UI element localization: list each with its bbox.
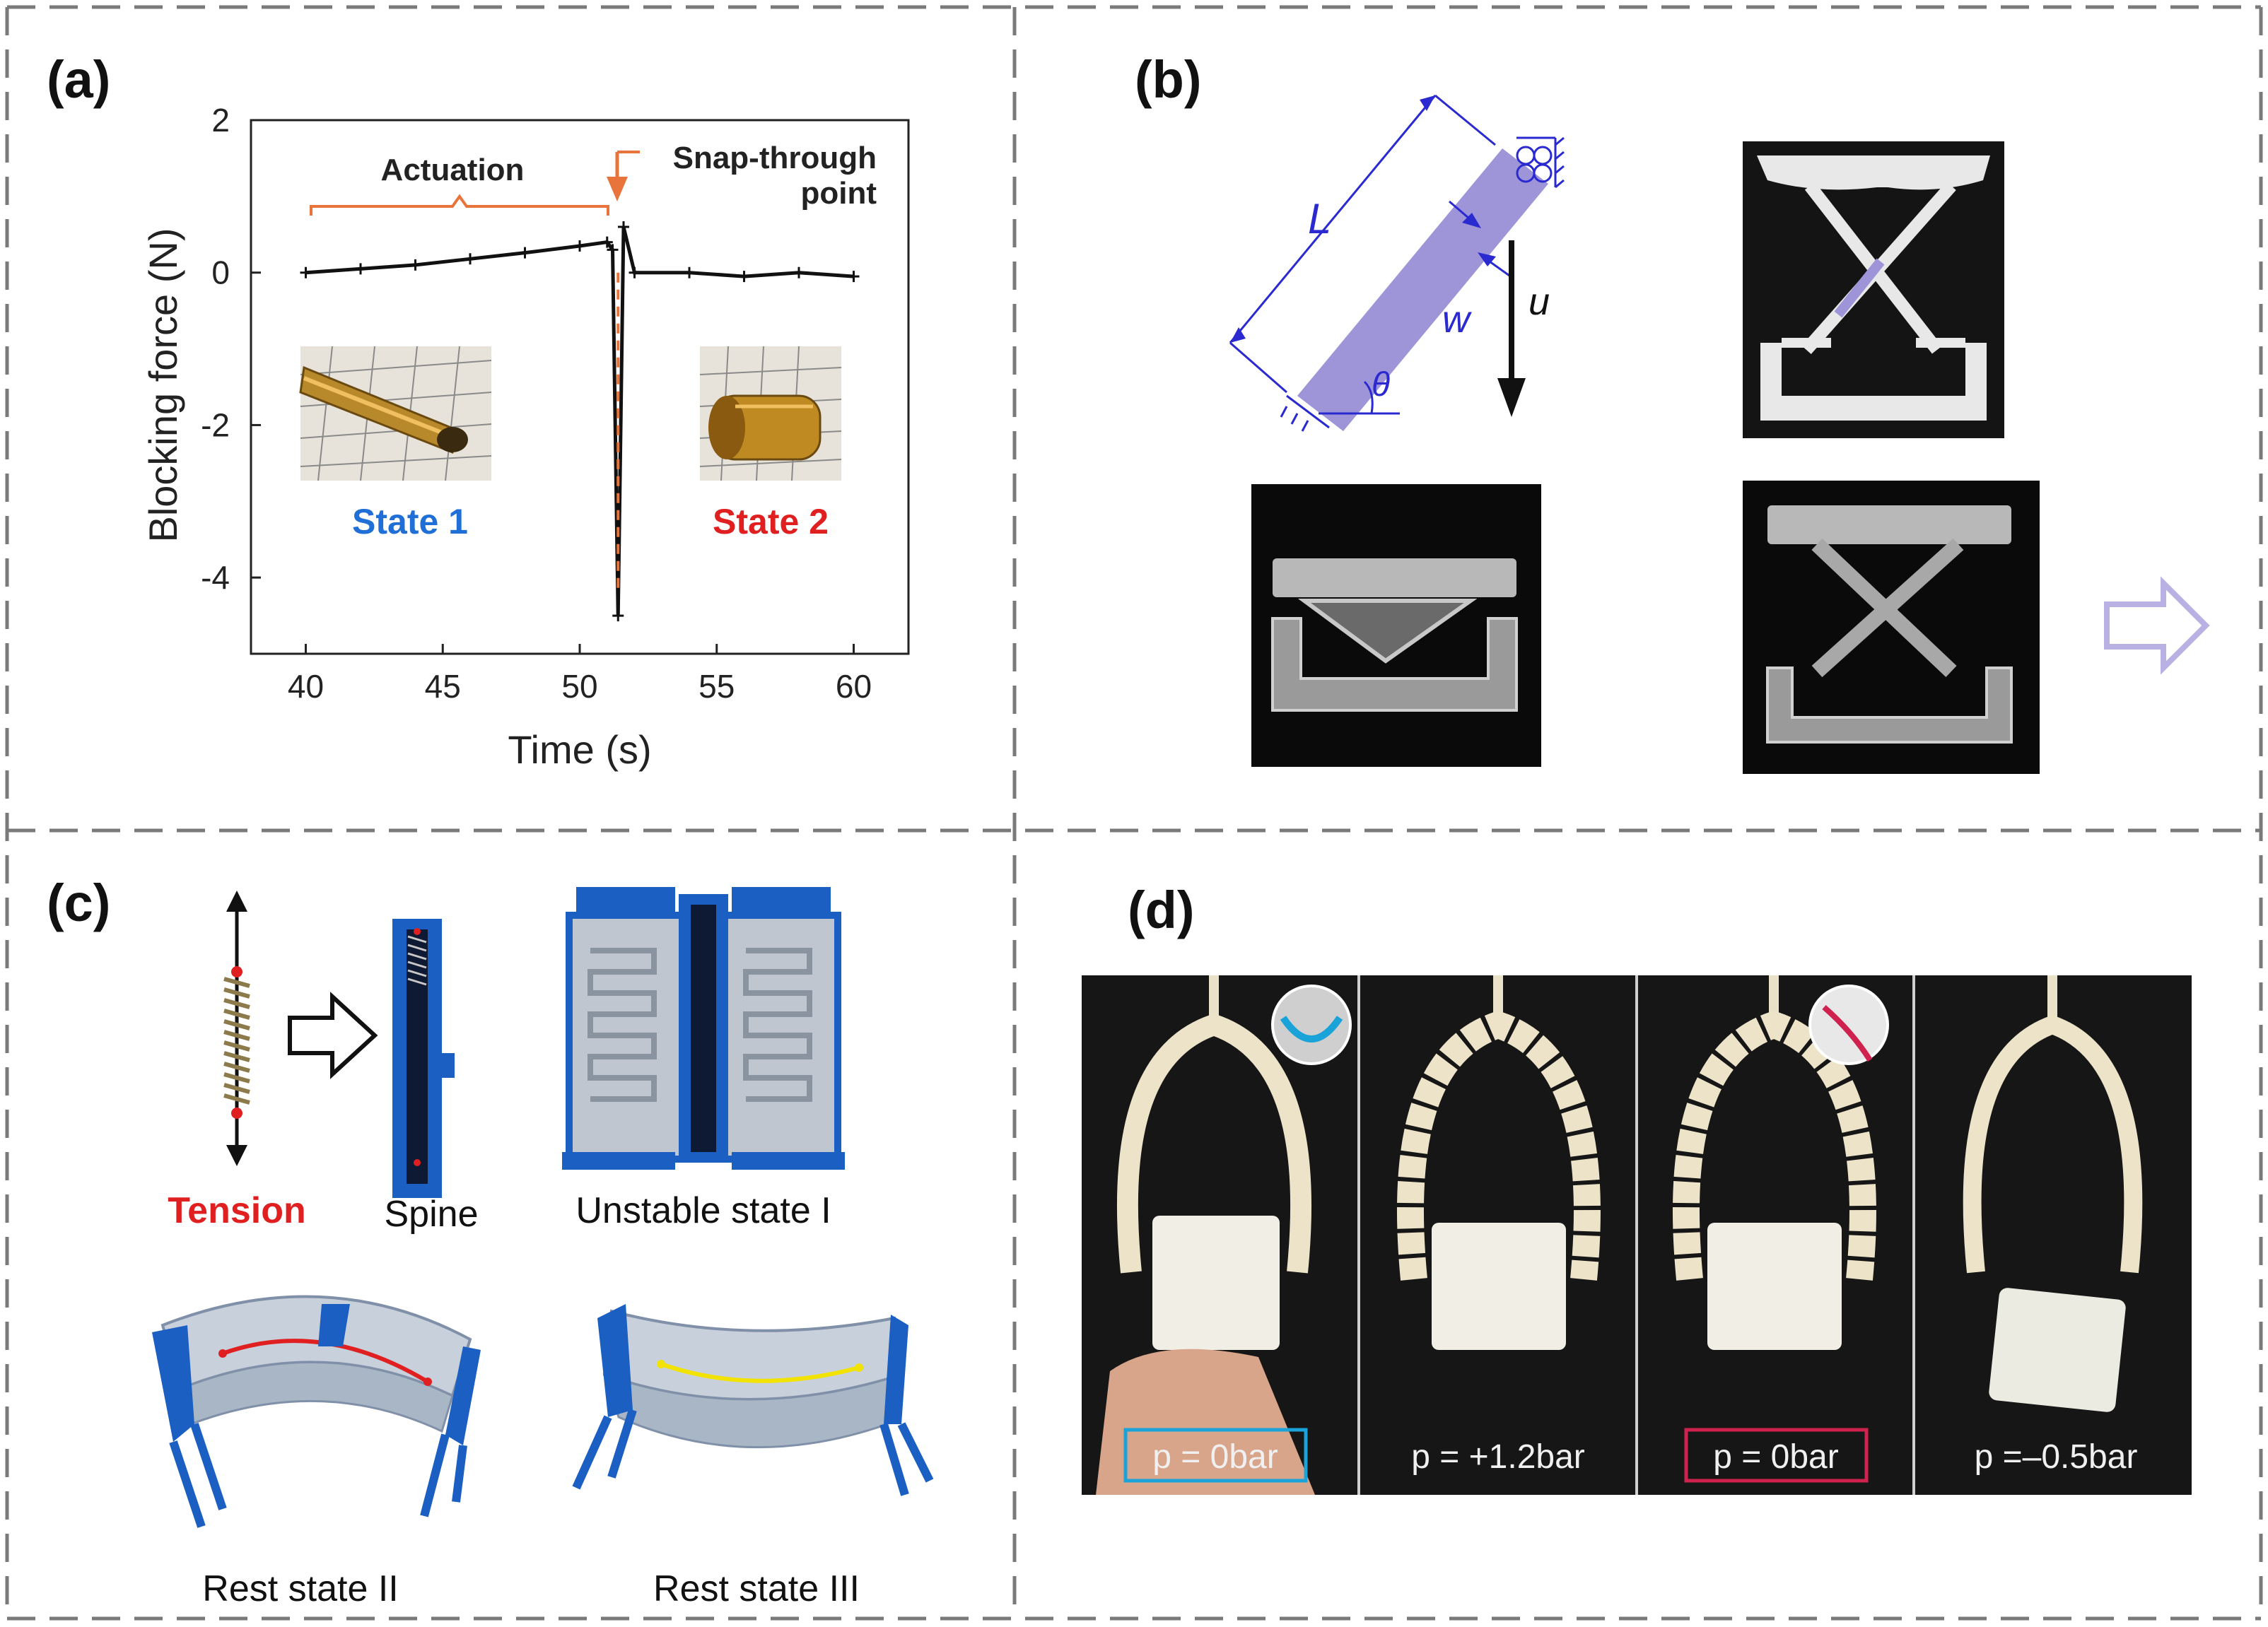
data-point-11 xyxy=(684,266,695,278)
expanded-cell-photo xyxy=(1743,481,2040,774)
snap-through-label-2: point xyxy=(800,176,877,211)
data-point-0 xyxy=(300,266,312,278)
y-tick-label-0: 2 xyxy=(211,102,230,139)
frame3-label-box xyxy=(1684,1428,1869,1483)
snap-arrow-head xyxy=(607,177,628,201)
hollow-arrow-c xyxy=(288,992,378,1079)
roller-support xyxy=(1516,136,1565,189)
actuation-label: Actuation xyxy=(381,153,525,187)
data-point-14 xyxy=(848,271,860,283)
x-tick-label-1: 45 xyxy=(425,668,461,705)
tension-label: Tension xyxy=(168,1190,305,1231)
unstable-label: Unstable state I xyxy=(575,1190,831,1231)
panel-label-b: (b) xyxy=(1135,50,1202,109)
data-point-2 xyxy=(409,259,421,271)
data-point-6 xyxy=(601,236,613,248)
x-tick-label-4: 60 xyxy=(836,668,872,705)
y-tick-label-2: -2 xyxy=(201,406,230,443)
state2-photo xyxy=(699,346,842,481)
u-label: u xyxy=(1528,281,1550,323)
data-point-12 xyxy=(738,271,750,283)
data-point-13 xyxy=(793,266,805,278)
beam xyxy=(1297,148,1548,431)
rest3-label: Rest state III xyxy=(653,1568,860,1609)
transition-arrow xyxy=(2104,576,2210,675)
panel-d-graphic: p = 0bar p = +1.2bar p = 0bar p =–0.5bar xyxy=(1082,975,2192,1495)
beam-schematic: L w θ u xyxy=(1229,94,1565,432)
panel-label-d: (d) xyxy=(1128,881,1195,939)
y-tick-label-1: 0 xyxy=(211,254,230,291)
w-label: w xyxy=(1442,298,1472,341)
gripper-frame-4 xyxy=(1963,975,2143,1412)
x-tick-label-0: 40 xyxy=(288,668,324,705)
data-point-10 xyxy=(629,266,641,278)
length-dimension xyxy=(1229,95,1437,343)
gripper-frame-1 xyxy=(1096,975,1352,1495)
compressed-cell-photo xyxy=(1251,484,1541,767)
pressure-label-3: p = 0bar xyxy=(1713,1438,1838,1476)
rest-state-2 xyxy=(152,1295,481,1528)
tension-spring xyxy=(223,891,250,1166)
y-axis-label: Blocking force (N) xyxy=(141,228,185,542)
pressure-label-4: p =–0.5bar xyxy=(1975,1438,2138,1476)
x-axis-label: Time (s) xyxy=(508,727,651,772)
pressure-label-1: p = 0bar xyxy=(1152,1438,1278,1476)
pressure-label-2: p = +1.2bar xyxy=(1411,1438,1585,1476)
gripper-frame-2 xyxy=(1397,975,1601,1350)
unit-cell-photo xyxy=(1743,141,2004,438)
data-point-3 xyxy=(464,253,476,265)
state1-photo xyxy=(299,346,492,481)
L-label: L xyxy=(1308,195,1331,242)
data-point-8 xyxy=(612,610,624,622)
actuation-bracket xyxy=(310,194,609,216)
state1-label: State 1 xyxy=(352,502,468,541)
x-tick-label-3: 55 xyxy=(698,668,735,705)
frame1-label-box xyxy=(1123,1428,1308,1483)
rest-state-3 xyxy=(572,1304,934,1496)
rest2-label: Rest state II xyxy=(202,1568,398,1609)
snap-through-label: Snap-through xyxy=(673,141,877,175)
y-tick-label-3: -4 xyxy=(201,559,230,596)
data-point-9 xyxy=(618,221,629,233)
state2-label: State 2 xyxy=(713,502,829,541)
panel-c-graphic: Tension Spine Unstable state I xyxy=(152,887,934,1609)
fixed-support xyxy=(1280,394,1330,432)
data-point-1 xyxy=(355,263,366,275)
panel-label-c: (c) xyxy=(47,874,111,932)
spine xyxy=(392,919,455,1198)
spine-label: Spine xyxy=(385,1194,479,1235)
panel-b-graphic: L w θ u xyxy=(1229,94,2210,774)
data-point-7 xyxy=(607,244,619,256)
gripper-frame-3 xyxy=(1673,975,1889,1350)
data-point-4 xyxy=(519,247,531,259)
panel-label-a: (a) xyxy=(47,50,111,109)
x-tick-label-2: 50 xyxy=(561,668,597,705)
data-point-5 xyxy=(574,240,585,252)
unstable-state-block xyxy=(562,887,845,1170)
theta-label: θ xyxy=(1372,366,1390,404)
